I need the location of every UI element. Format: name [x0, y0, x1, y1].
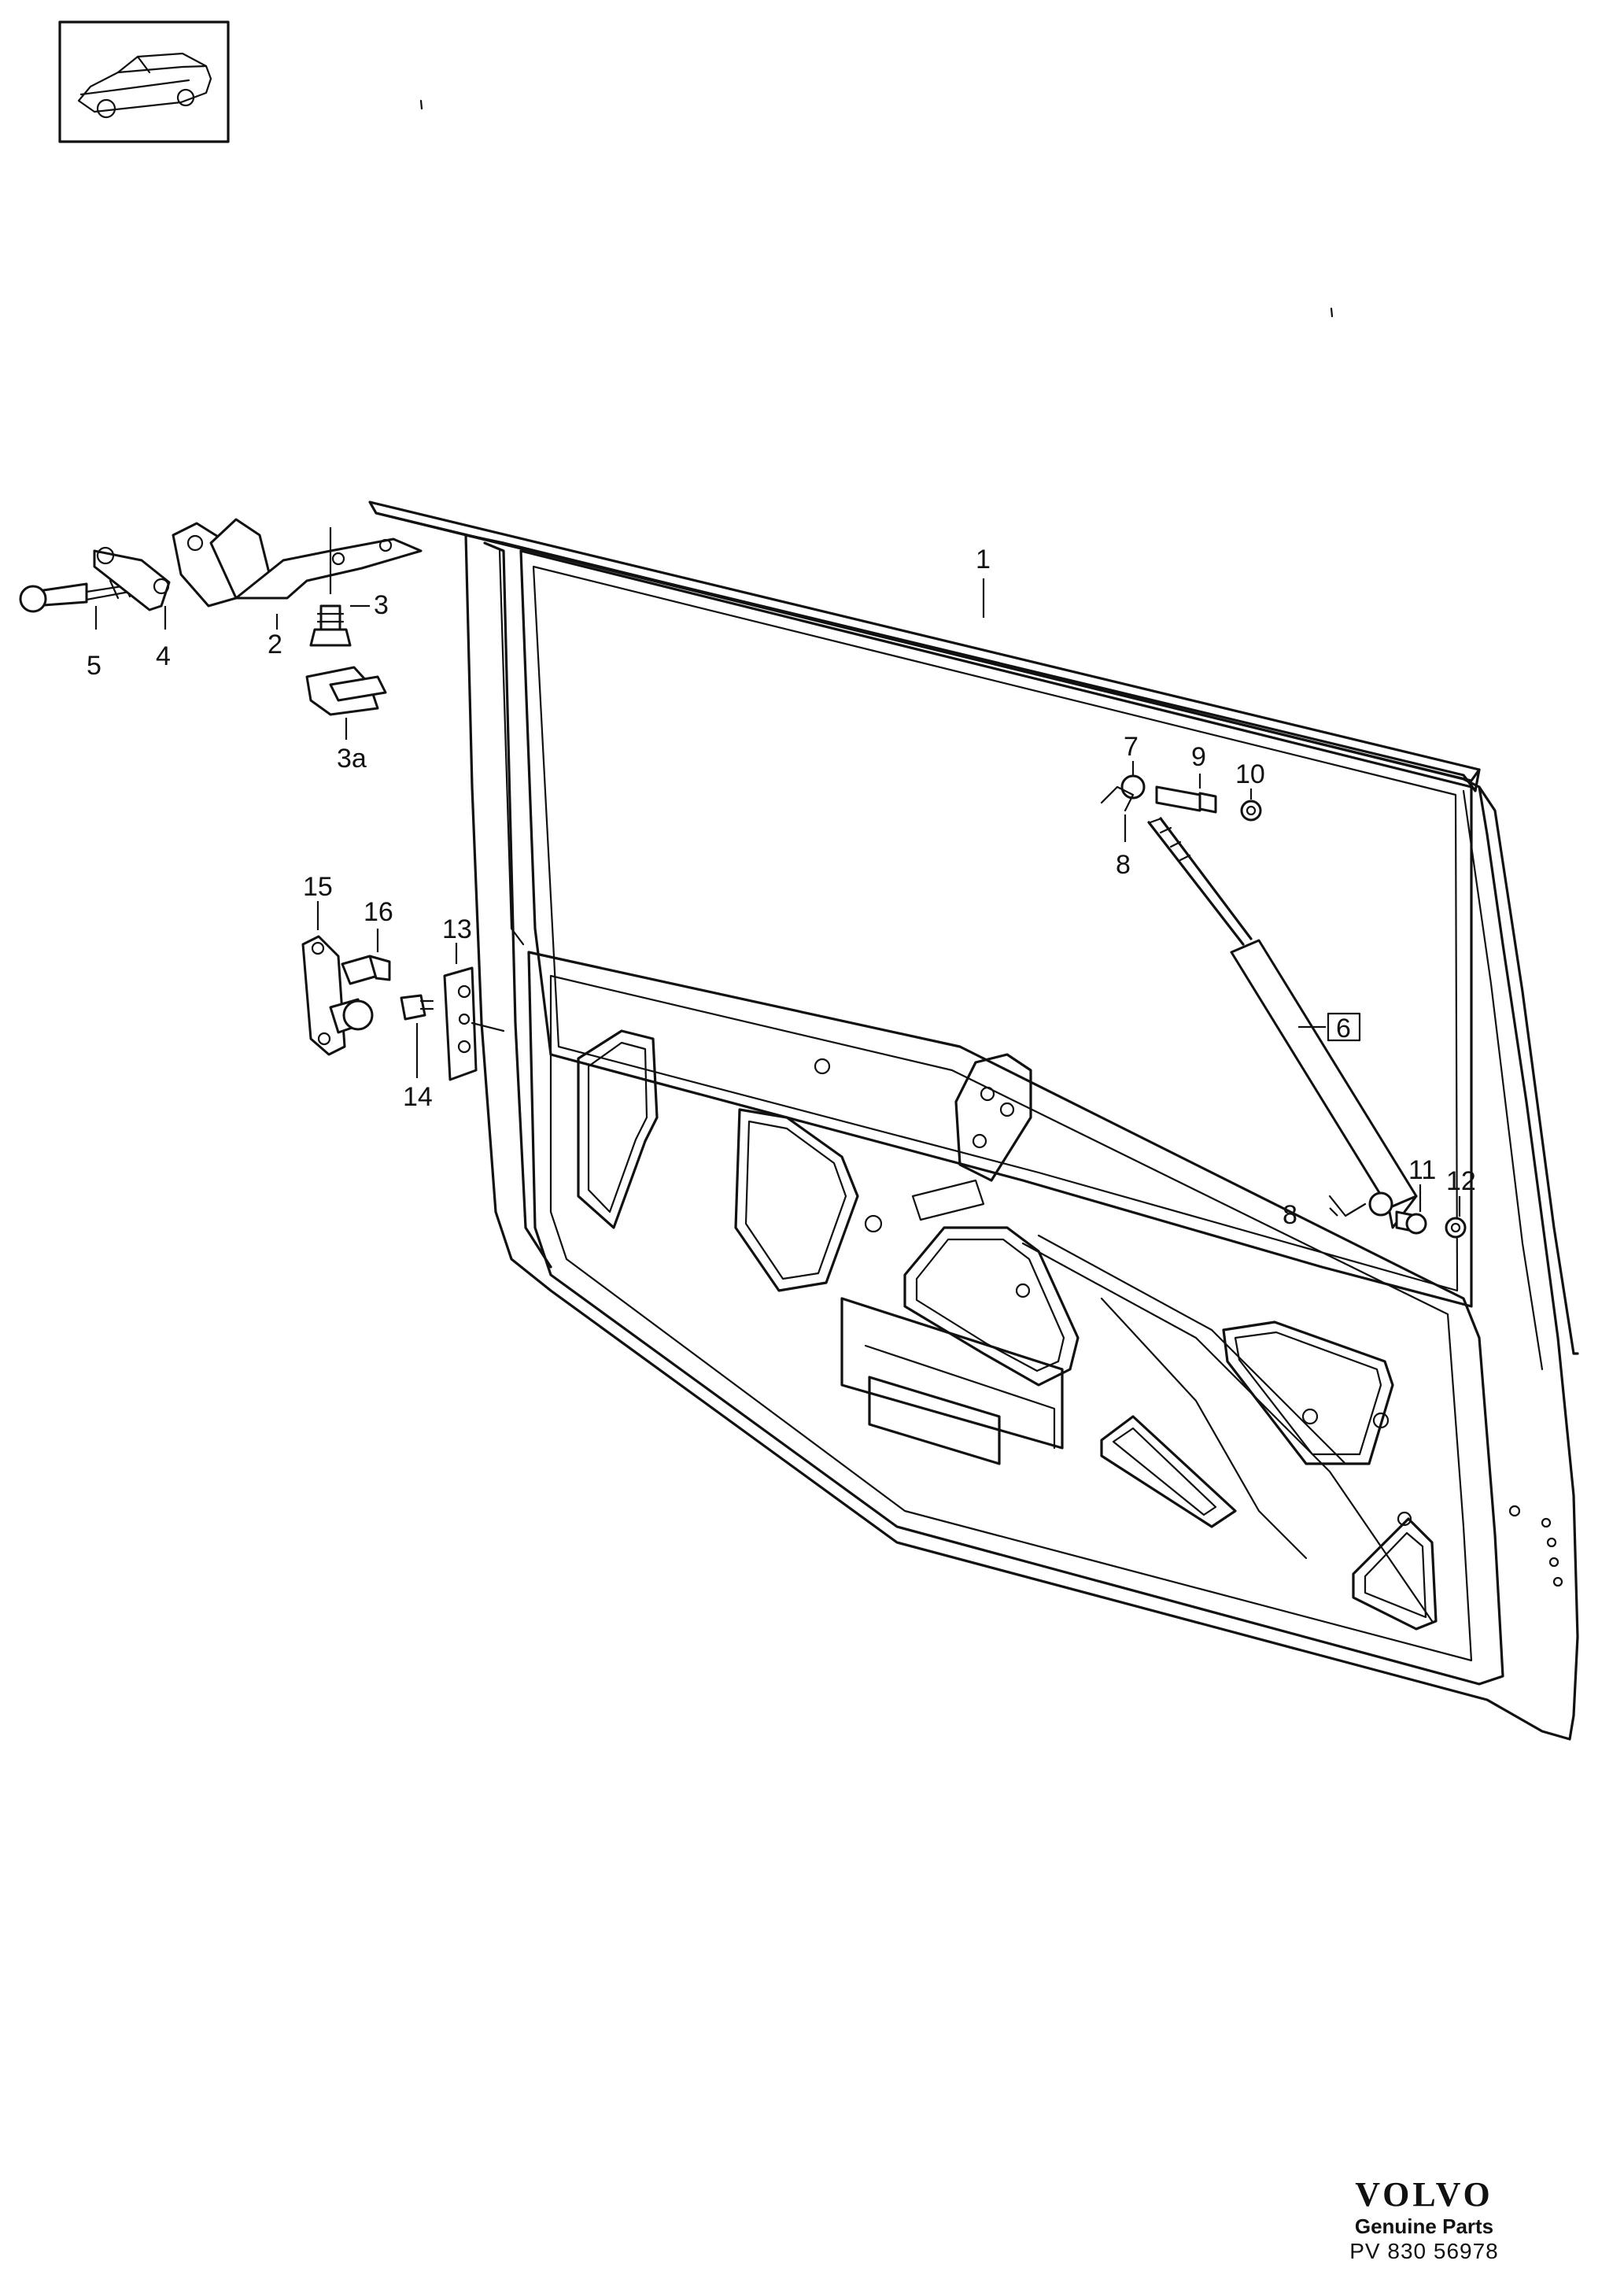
- callout-3: 3: [374, 590, 389, 620]
- callout-14: 14: [403, 1082, 433, 1112]
- callout-9: 9: [1191, 742, 1206, 772]
- callout-13: 13: [442, 914, 472, 944]
- callout-12: 12: [1446, 1166, 1476, 1196]
- callout-1: 1: [976, 545, 991, 574]
- car-thumbnail-icon: [58, 20, 230, 143]
- diagram-code: PV 830 56978: [1349, 2239, 1499, 2263]
- callout-5: 5: [87, 651, 102, 681]
- callout-2: 2: [268, 630, 282, 659]
- callout-labels: 1 2 3 3a 4 5 6 7 8 8 9 10 11 12 13 14 15…: [87, 545, 1476, 1230]
- hinge-assembly: [19, 518, 423, 716]
- callout-11: 11: [1408, 1155, 1436, 1185]
- lock-striker-assembly: [301, 935, 505, 1081]
- brand-block: VOLVO Genuine Parts PV 830 56978: [1306, 2176, 1542, 2264]
- callout-10: 10: [1235, 759, 1265, 789]
- callout-8-lower: 8: [1283, 1200, 1297, 1230]
- gas-strut: [1100, 774, 1467, 1239]
- callout-4: 4: [156, 641, 171, 671]
- brand-tagline: Genuine Parts: [1354, 2214, 1494, 2238]
- callout-7: 7: [1124, 732, 1139, 762]
- leader-lines: [94, 578, 1461, 1217]
- callout-15: 15: [303, 872, 333, 902]
- volvo-logo: VOLVO: [1355, 2175, 1493, 2214]
- callout-6: 6: [1336, 1014, 1351, 1043]
- callout-8-upper: 8: [1116, 850, 1131, 880]
- callout-6-box: [1327, 1012, 1361, 1042]
- tailgate-panel: [368, 500, 1579, 1741]
- callout-3a: 3a: [337, 744, 367, 774]
- callout-16: 16: [364, 897, 393, 927]
